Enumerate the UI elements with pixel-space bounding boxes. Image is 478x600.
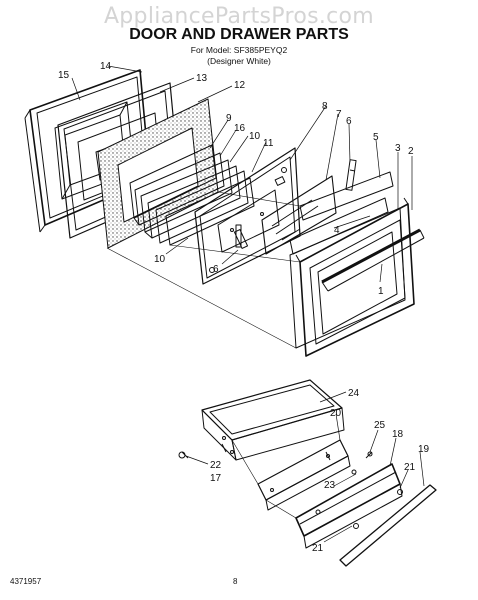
callout-14: 14 bbox=[100, 61, 112, 72]
callout-21-right: 21 bbox=[404, 462, 416, 473]
variant-line: (Designer White) bbox=[207, 56, 271, 66]
callout-24: 24 bbox=[348, 388, 360, 399]
part-brackets bbox=[235, 159, 357, 248]
callout-17: 17 bbox=[210, 473, 222, 484]
part-glass-strip bbox=[289, 171, 394, 255]
callout-20: 20 bbox=[330, 408, 342, 419]
callout-21-bottom: 21 bbox=[312, 543, 324, 554]
part-drawer-front-panel bbox=[257, 439, 351, 511]
part-drawer-front bbox=[295, 463, 403, 549]
callout-15: 15 bbox=[58, 70, 70, 81]
callout-labels: 14 13 15 12 9 16 10 11 8 7 6 5 3 2 4 10 … bbox=[58, 61, 430, 554]
callout-6-bottom: 6 bbox=[213, 264, 219, 275]
model-line: For Model: SF385PEYQ2 bbox=[190, 45, 288, 55]
callout-1: 1 bbox=[378, 286, 384, 297]
part-outer-door-frame bbox=[295, 197, 425, 357]
watermark: AppliancePartsPros.com bbox=[103, 4, 375, 29]
callout-19: 19 bbox=[418, 444, 430, 455]
callout-6-top: 6 bbox=[346, 116, 352, 127]
leader-lines bbox=[71, 65, 425, 543]
callout-22: 22 bbox=[210, 460, 222, 471]
callout-25: 25 bbox=[374, 420, 386, 431]
callout-8: 8 bbox=[322, 101, 328, 112]
part-screws bbox=[178, 451, 373, 475]
callout-16: 16 bbox=[234, 123, 246, 134]
callout-10-bottom: 10 bbox=[154, 254, 166, 265]
callout-11: 11 bbox=[263, 138, 274, 149]
document-number: 4371957 bbox=[10, 577, 42, 586]
callout-3: 3 bbox=[395, 143, 401, 154]
page-number: 8 bbox=[233, 577, 238, 586]
callout-9: 9 bbox=[226, 113, 232, 124]
callout-10-top: 10 bbox=[249, 131, 261, 142]
part-drawer-body bbox=[201, 379, 345, 461]
part-frame-gasket bbox=[289, 207, 406, 349]
part-window-frames bbox=[129, 144, 255, 246]
callout-18: 18 bbox=[392, 429, 404, 440]
callout-7: 7 bbox=[336, 109, 342, 120]
diagram-title: DOOR AND DRAWER PARTS bbox=[129, 26, 349, 43]
alignment-lines bbox=[106, 191, 301, 519]
callout-23: 23 bbox=[324, 480, 336, 491]
part-drawer-trim bbox=[339, 484, 437, 567]
callout-2: 2 bbox=[408, 146, 414, 157]
callout-13: 13 bbox=[196, 73, 208, 84]
callout-5: 5 bbox=[373, 132, 379, 143]
callout-4: 4 bbox=[334, 225, 340, 236]
callout-12: 12 bbox=[234, 80, 246, 91]
